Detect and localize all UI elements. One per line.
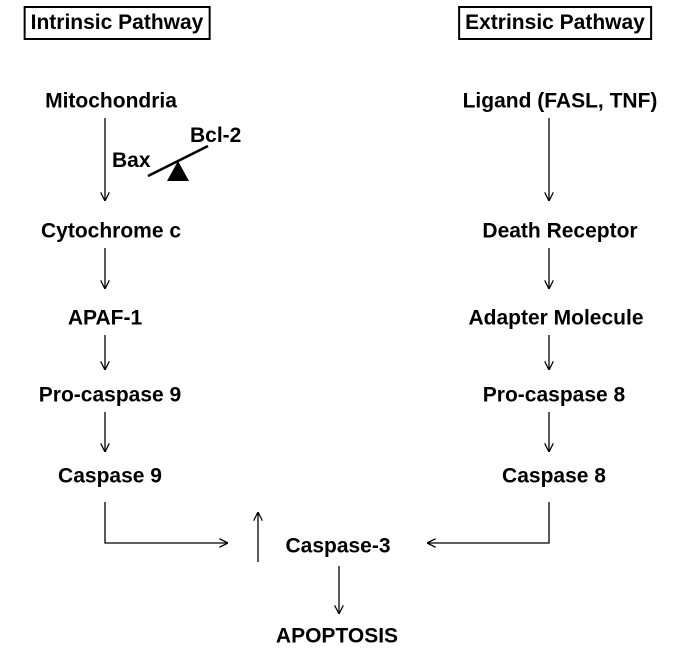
node-death-receptor: Death Receptor	[482, 219, 638, 243]
extrinsic-pathway-title: Extrinsic Pathway	[458, 6, 652, 40]
node-adapter-molecule: Adapter Molecule	[468, 306, 644, 330]
intrinsic-pathway-title: Intrinsic Pathway	[23, 6, 211, 40]
node-procaspase-8: Pro-caspase 8	[482, 383, 626, 407]
node-caspase-9: Caspase 9	[58, 464, 162, 488]
node-mitochondria: Mitochondria	[45, 89, 177, 113]
node-apaf1: APAF-1	[67, 306, 143, 330]
balance-fulcrum-icon	[167, 161, 189, 181]
node-caspase-3: Caspase-3	[285, 534, 391, 558]
node-cytochrome-c: Cytochrome c	[40, 219, 182, 243]
node-caspase-8: Caspase 8	[502, 464, 606, 488]
node-apoptosis: APOPTOSIS	[275, 624, 399, 648]
node-procaspase-9: Pro-caspase 9	[38, 383, 182, 407]
connector-caspase8-to-caspase3	[427, 502, 550, 543]
node-ligand: Ligand (FASL, TNF)	[462, 89, 658, 113]
connector-caspase9-to-caspase3	[104, 502, 228, 543]
label-bcl-2: Bcl-2	[190, 124, 242, 147]
label-bax: Bax	[112, 149, 151, 172]
